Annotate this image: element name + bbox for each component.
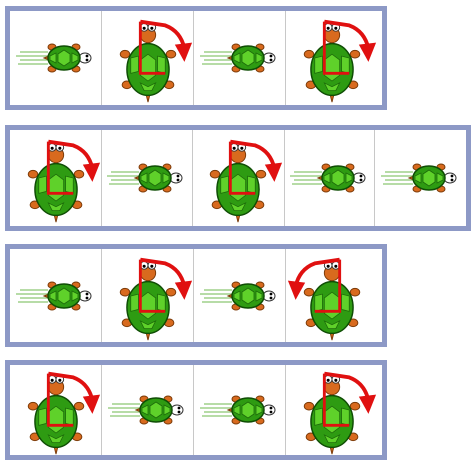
turtle-forward-icon: [106, 380, 190, 440]
turtle-turn-right-icon: [286, 363, 378, 457]
command-card-move-forward: [102, 365, 194, 455]
turtle-forward-icon: [14, 266, 98, 326]
turtle-forward-icon: [14, 28, 98, 88]
command-card-move-forward: [285, 130, 376, 226]
command-card-turn-right: [286, 11, 378, 105]
command-card-turn-right: [286, 365, 378, 455]
command-card-move-forward: [194, 11, 286, 105]
command-card-move-forward: [194, 249, 286, 342]
turtle-forward-icon: [198, 266, 282, 326]
turtle-turn-right-icon: [10, 363, 102, 457]
command-card-move-forward: [194, 365, 286, 455]
turtle-forward-icon: [198, 380, 282, 440]
turtle-forward-icon: [198, 28, 282, 88]
command-strip-2: [5, 125, 471, 231]
turtle-forward-icon: [288, 148, 372, 208]
command-card-move-forward: [10, 11, 102, 105]
command-strip-4: [5, 360, 387, 460]
command-card-turn-right: [10, 365, 102, 455]
command-card-turn-right: [102, 11, 194, 105]
turtle-turn-right-icon: [286, 11, 378, 105]
turtle-turn-right-icon: [192, 131, 284, 225]
turtle-turn-right-icon: [102, 11, 194, 105]
turtle-turn-right-icon: [10, 131, 102, 225]
command-card-move-forward: [375, 130, 466, 226]
command-card-turn-right: [102, 249, 194, 342]
command-strip-1: [5, 6, 387, 110]
command-card-turn-right: [193, 130, 285, 226]
turtle-turn-right-icon: [102, 249, 194, 343]
command-card-move-forward: [10, 249, 102, 342]
command-strip-3: [5, 244, 387, 347]
turtle-forward-icon: [379, 148, 463, 208]
command-card-move-forward: [102, 130, 193, 226]
turtle-forward-icon: [105, 148, 189, 208]
turtle-turn-left-icon: [286, 249, 378, 343]
command-card-turn-left: [286, 249, 378, 342]
command-card-turn-right: [10, 130, 102, 226]
